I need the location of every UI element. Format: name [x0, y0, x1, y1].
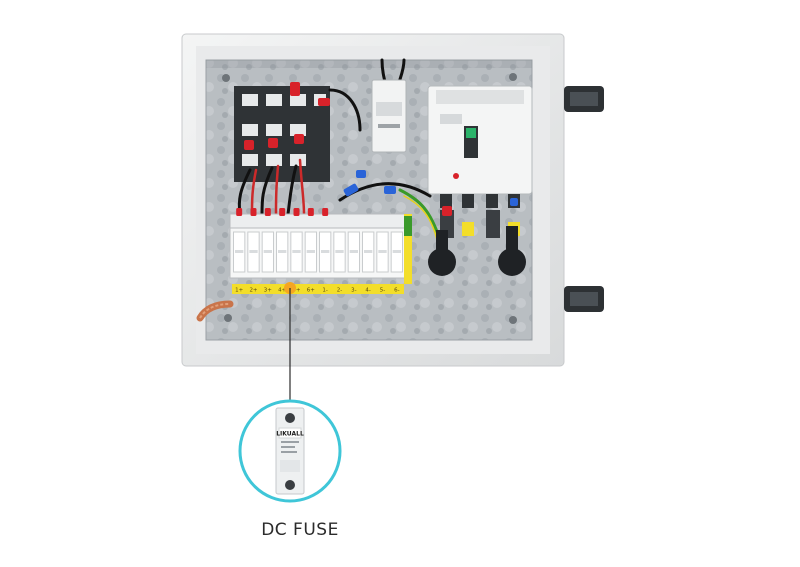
- fuse-label: 2-: [337, 288, 342, 294]
- fuse-label: 4+: [278, 288, 286, 294]
- fuse-slot-divider: [292, 250, 301, 253]
- fuse-label: 5-: [380, 288, 385, 294]
- fuse-slot-divider: [263, 250, 272, 253]
- fuse-slot-divider: [306, 250, 315, 253]
- dc-breaker: [427, 85, 533, 238]
- fuse-label: 1+: [235, 288, 243, 294]
- fuse-slot-divider: [321, 250, 330, 253]
- fuse-label: 3-: [351, 288, 356, 294]
- fuse-label: 6+: [307, 288, 315, 294]
- fuse-label: 6-: [394, 288, 399, 294]
- fuse-slot-divider: [364, 250, 373, 253]
- fuse-holder-row: 1+ 2+ 3+ 4+ 5+ 6+ 1- 2- 3- 4- 5- 6-: [229, 208, 412, 294]
- fuse-wire-cap: [264, 208, 271, 216]
- fuse-wire-cap: [307, 208, 314, 216]
- fuse-label: 1-: [322, 288, 327, 294]
- fuse-wire-cap: [236, 208, 243, 216]
- fuse-label: 5+: [292, 288, 300, 294]
- surge-protector: [371, 79, 407, 153]
- fuse-slot-divider: [378, 250, 387, 253]
- fuse-wire-cap: [250, 208, 257, 216]
- fuse-slot-divider: [392, 250, 401, 253]
- hinge-top: [564, 86, 604, 112]
- fuse-slot-divider: [278, 250, 287, 253]
- fuse-slot-divider: [335, 250, 344, 253]
- fuse-wire-cap: [293, 208, 300, 216]
- fuse-slot-divider: [235, 250, 244, 253]
- blue-connectors: [343, 170, 396, 197]
- fuse-slot-divider: [349, 250, 358, 253]
- fuse-callout: LIKUALL: [238, 399, 342, 503]
- hinge-bottom: [564, 286, 604, 312]
- caption: DC FUSE: [261, 520, 339, 540]
- fuse-wire-cap: [279, 208, 286, 216]
- fuse-label: 4-: [365, 288, 370, 294]
- cable-glands: [428, 226, 526, 276]
- fuse-label: 2+: [249, 288, 257, 294]
- ground-strap: [196, 300, 234, 322]
- terminal-label-strip: [232, 284, 404, 294]
- terminal-block: [234, 82, 330, 182]
- fuse-label: 3+: [264, 288, 272, 294]
- callout-brand-text: LIKUALL: [276, 431, 304, 438]
- fuse-wire-cap: [322, 208, 329, 216]
- fuse-slot-divider: [249, 250, 258, 253]
